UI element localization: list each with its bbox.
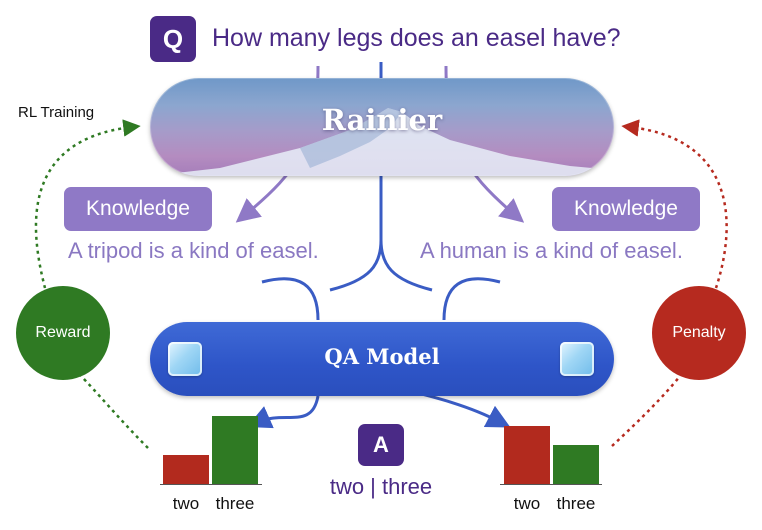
left-chart-baseline [160,484,262,485]
right-bar-two [504,426,550,484]
answer-text: two | three [329,474,433,499]
question-badge: Q [150,16,196,62]
question-center-line-right [379,239,433,292]
ice-cube-icon [168,342,202,376]
right-tick-two: two [513,494,541,513]
answer-badge: A [358,424,404,466]
knowledge-right-label: Knowledge [552,187,700,231]
reward-circle: Reward [16,286,110,380]
knowledge-left-flow [261,277,320,321]
rainier-title: Rainier [321,103,443,137]
rainier-model-capsule [150,78,614,176]
qa-model-capsule [150,322,614,396]
left-bar-two [163,455,209,484]
knowledge-right-text: A human is a kind of easel. [420,238,683,263]
left-tick-two: two [172,494,200,513]
knowledge-left-label: Knowledge [64,187,212,231]
question-text: How many legs does an easel have? [212,24,621,52]
reward-to-chart-dotted [79,374,149,449]
penalty-to-rainier-dotted [621,119,728,289]
knowledge-right-flow [442,277,501,321]
right-tick-three: three [556,494,596,513]
left-tick-three: three [215,494,255,513]
right-chart-baseline [500,484,602,485]
mountain-icon [150,108,614,176]
qa-to-left-chart-arrow [247,395,320,429]
ice-cube-icon [560,342,594,376]
right-bar-three [553,445,599,484]
qa-model-title: QA Model [324,344,440,369]
penalty-circle: Penalty [652,286,746,380]
penalty-to-chart-dotted [611,375,681,447]
rl-training-label: RL Training [18,104,95,121]
reward-to-rainier-dotted [34,119,141,289]
knowledge-left-text: A tripod is a kind of easel. [68,238,319,263]
left-bar-three [212,416,258,484]
